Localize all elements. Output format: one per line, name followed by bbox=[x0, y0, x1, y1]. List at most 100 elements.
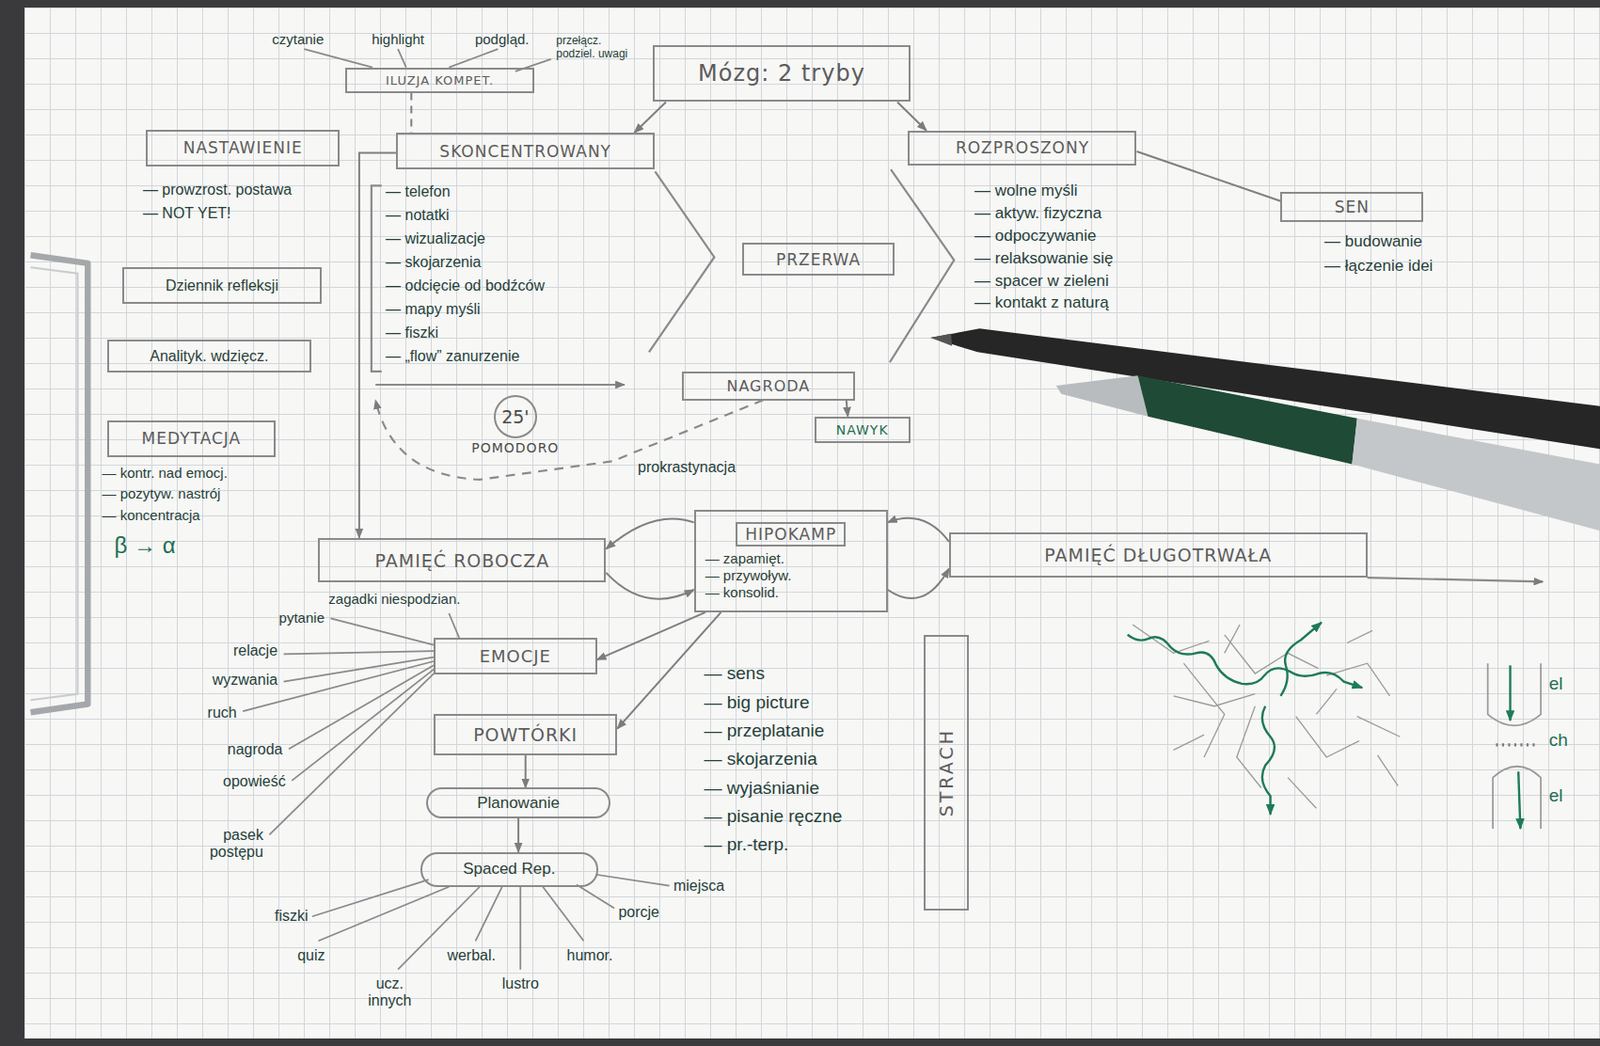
box-title: Spaced Rep. bbox=[462, 859, 555, 879]
note-label: prokrastynacja bbox=[637, 459, 736, 476]
pomodoro-arrow bbox=[375, 383, 625, 386]
concept-box: EMOCJE bbox=[433, 637, 598, 675]
list-bracket bbox=[371, 185, 382, 371]
note-label: — przeplatanie bbox=[704, 720, 825, 742]
note-label: fiszki bbox=[274, 907, 309, 925]
note-label: — telefon bbox=[385, 183, 450, 201]
note-label: pasek postępu bbox=[166, 826, 264, 862]
note-label: — notatki bbox=[385, 206, 450, 224]
connector bbox=[517, 818, 520, 853]
note-label: przełącz. podziel. uwagi bbox=[555, 34, 636, 62]
connector bbox=[887, 568, 950, 599]
note-label: — pisanie ręczne bbox=[704, 806, 843, 827]
box-text: — zapamięt. bbox=[705, 550, 785, 568]
concept-box: STRACH bbox=[923, 634, 969, 911]
connector bbox=[897, 102, 927, 131]
synapse-sketch bbox=[1488, 663, 1541, 829]
procrastination-loop bbox=[375, 399, 763, 480]
box-text: — przywoływ. bbox=[705, 567, 793, 585]
connector bbox=[410, 93, 412, 133]
box-title: ILUZJA KOMPET. bbox=[385, 73, 494, 88]
note-label: el bbox=[1549, 673, 1564, 695]
concept-box: PRZERWA bbox=[742, 242, 896, 276]
note-label: — pozytyw. nastrój bbox=[101, 485, 221, 502]
box-title: NAWYK bbox=[836, 422, 889, 438]
concept-box: SKONCENTROWANY bbox=[396, 132, 656, 170]
concept-box: SEN bbox=[1280, 191, 1424, 223]
note-label: miejsca bbox=[673, 877, 725, 895]
note-label: — spacer w zieleni bbox=[974, 271, 1109, 291]
concept-box: NAGRODA bbox=[681, 371, 856, 401]
rounded-box: Spaced Rep. bbox=[420, 852, 599, 888]
note-label: — prowzrost. postawa bbox=[142, 181, 292, 199]
note-label: — aktyw. fizyczna bbox=[974, 204, 1102, 223]
memory-arrow bbox=[1367, 577, 1544, 582]
note-label: porcje bbox=[617, 903, 660, 921]
connector bbox=[597, 612, 706, 661]
rounded-box: Planowanie bbox=[426, 787, 610, 819]
box-title: PAMIĘĆ DŁUGOTRWAŁA bbox=[1044, 544, 1272, 566]
note-label: — koncentracja bbox=[101, 506, 200, 523]
note-label: werbal. bbox=[446, 947, 496, 965]
concept-box: PAMIĘĆ DŁUGOTRWAŁA bbox=[949, 532, 1368, 578]
connector bbox=[846, 400, 849, 417]
connector bbox=[633, 102, 666, 134]
note-label: nagroda bbox=[227, 741, 284, 759]
note-label: relacje bbox=[233, 642, 278, 660]
neuron-sketch bbox=[1132, 624, 1400, 808]
note-label: — skojarzenia bbox=[704, 748, 818, 770]
concept-box: Dziennik refleksji bbox=[122, 267, 322, 304]
note-label: humor. bbox=[567, 947, 614, 965]
note-label: — relaksowanie się bbox=[974, 249, 1113, 269]
pen-grip bbox=[1138, 375, 1358, 464]
box-title: SKONCENTROWANY bbox=[439, 142, 612, 161]
concept-box: PAMIĘĆ ROBOCZA bbox=[317, 538, 606, 584]
box-text: — konsolid. bbox=[705, 584, 779, 602]
note-label: — pr.-terp. bbox=[704, 834, 790, 856]
note-label: highlight bbox=[371, 31, 425, 48]
box-title: NASTAWIENIE bbox=[183, 138, 303, 158]
box-title: POWTÓRKI bbox=[473, 724, 578, 745]
box-title: PAMIĘĆ ROBOCZA bbox=[375, 550, 551, 571]
note-label: quiz bbox=[297, 947, 325, 965]
note-label: — skojarzenia bbox=[385, 253, 481, 271]
box-title: STRACH bbox=[935, 728, 957, 817]
concept-box: NASTAWIENIE bbox=[145, 129, 340, 167]
note-label: — wolne myśli bbox=[974, 181, 1078, 201]
note-label: ruch bbox=[207, 704, 238, 722]
note-label: zagadki niespodzian. bbox=[328, 590, 460, 607]
note-label: β → α bbox=[114, 532, 176, 559]
pen-barrel bbox=[1351, 418, 1600, 531]
concept-box: MEDYTACJA bbox=[107, 420, 276, 458]
box-title: Planowanie bbox=[476, 793, 560, 813]
connector bbox=[524, 755, 527, 789]
box-title: Dziennik refleksji bbox=[165, 277, 279, 295]
box-title: MEDYTACJA bbox=[142, 428, 242, 448]
pen-tip bbox=[1056, 375, 1149, 416]
box-title: Analityk. wdzięcz. bbox=[149, 348, 269, 365]
note-label: — mapy myśli bbox=[385, 300, 480, 318]
note-label: podgląd. bbox=[475, 31, 530, 48]
note-label: — big picture bbox=[704, 692, 810, 713]
box-title: ROZPROSZONY bbox=[955, 138, 1090, 158]
spoke-lines bbox=[312, 874, 670, 970]
synapse-gap bbox=[1495, 743, 1535, 746]
note-label: — sens bbox=[704, 663, 765, 684]
neural-path bbox=[1127, 634, 1363, 688]
clipboard-clip bbox=[31, 254, 89, 713]
box-title: HIPOKAMP bbox=[735, 522, 846, 547]
note-label: — odcięcie od bodźców bbox=[385, 277, 545, 295]
neural-path bbox=[1280, 622, 1321, 697]
note-label: — fiszki bbox=[385, 324, 439, 342]
box-title: Mózg: 2 tryby bbox=[697, 60, 866, 87]
note-label: wyzwania bbox=[212, 671, 278, 689]
note-label: ucz. innych bbox=[353, 975, 426, 1011]
box-text: POMODORO bbox=[471, 440, 559, 456]
note-label: opowieść bbox=[222, 773, 286, 791]
concept-box: Mózg: 2 tryby bbox=[652, 45, 910, 103]
connector bbox=[887, 518, 950, 542]
note-label: — „flow” zanurzenie bbox=[385, 348, 520, 365]
note-label: — wizualizacje bbox=[385, 230, 486, 248]
box-title: SEN bbox=[1334, 197, 1370, 217]
note-label: el bbox=[1549, 785, 1564, 807]
